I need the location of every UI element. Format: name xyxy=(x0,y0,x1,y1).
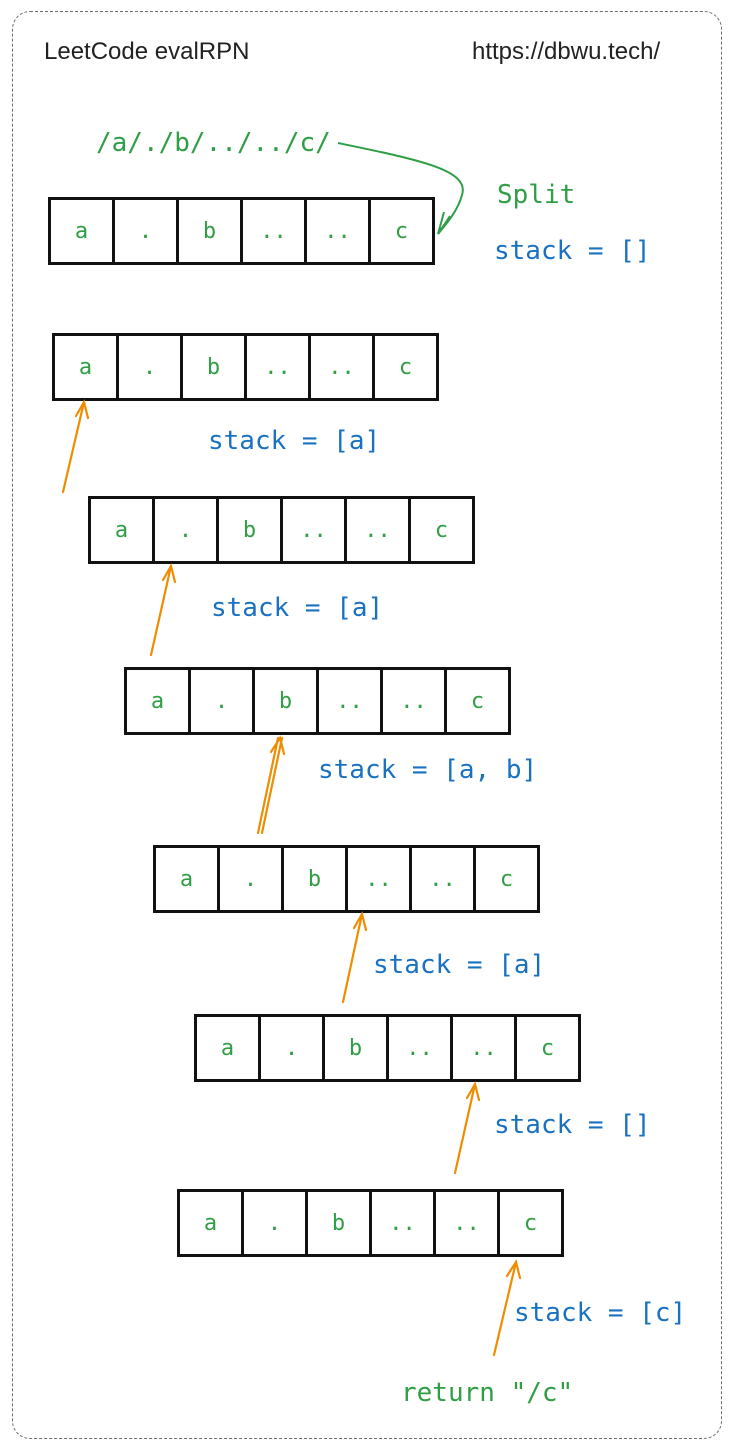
token-cell: .. xyxy=(348,848,412,910)
token-cell: .. xyxy=(412,848,476,910)
token-cell: c xyxy=(375,336,439,398)
token-row-step-3: a . b .. .. c xyxy=(124,667,511,735)
stack-state-2: stack = [a] xyxy=(211,593,384,623)
token-cell: b xyxy=(183,336,247,398)
token-cell: c xyxy=(411,499,475,561)
token-row-step-4: a . b .. .. c xyxy=(153,845,540,913)
token-cell: a xyxy=(91,499,155,561)
diagram-frame xyxy=(12,11,722,1439)
token-cell: a xyxy=(55,336,119,398)
return-result: return "/c" xyxy=(401,1378,574,1408)
token-cell: .. xyxy=(389,1017,453,1079)
token-cell: b xyxy=(284,848,348,910)
stack-state-0: stack = [] xyxy=(494,236,651,266)
token-cell: b xyxy=(308,1192,372,1254)
token-cell: .. xyxy=(283,499,347,561)
token-cell: a xyxy=(180,1192,244,1254)
token-row-step-6: a . b .. .. c xyxy=(177,1189,564,1257)
token-cell: .. xyxy=(383,670,447,732)
token-cell: .. xyxy=(347,499,411,561)
token-cell: . xyxy=(155,499,219,561)
token-cell: . xyxy=(115,200,179,262)
token-row-step-5: a . b .. .. c xyxy=(194,1014,581,1082)
stack-state-1: stack = [a] xyxy=(208,426,381,456)
token-cell: b xyxy=(219,499,283,561)
stack-state-6: stack = [c] xyxy=(514,1298,687,1328)
token-cell: c xyxy=(517,1017,581,1079)
token-cell: . xyxy=(191,670,255,732)
token-cell: .. xyxy=(311,336,375,398)
stack-state-5: stack = [] xyxy=(494,1110,651,1140)
token-row-step-2: a . b .. .. c xyxy=(88,496,475,564)
token-cell: .. xyxy=(372,1192,436,1254)
stack-state-4: stack = [a] xyxy=(373,950,546,980)
token-cell: b xyxy=(255,670,319,732)
token-cell: .. xyxy=(247,336,311,398)
token-cell: . xyxy=(220,848,284,910)
input-path: /a/./b/../../c/ xyxy=(96,128,331,158)
token-cell: c xyxy=(476,848,540,910)
token-cell: .. xyxy=(243,200,307,262)
token-row-split: a . b .. .. c xyxy=(48,197,435,265)
token-cell: c xyxy=(447,670,511,732)
token-cell: . xyxy=(119,336,183,398)
token-cell: .. xyxy=(307,200,371,262)
token-row-step-1: a . b .. .. c xyxy=(52,333,439,401)
diagram-title: LeetCode evalRPN xyxy=(44,38,250,65)
token-cell: .. xyxy=(453,1017,517,1079)
token-cell: a xyxy=(127,670,191,732)
source-url: https://dbwu.tech/ xyxy=(472,38,661,65)
token-cell: a xyxy=(156,848,220,910)
token-cell: .. xyxy=(436,1192,500,1254)
token-cell: c xyxy=(371,200,435,262)
token-cell: . xyxy=(244,1192,308,1254)
token-cell: b xyxy=(325,1017,389,1079)
token-cell: . xyxy=(261,1017,325,1079)
token-cell: .. xyxy=(319,670,383,732)
token-cell: a xyxy=(51,200,115,262)
token-cell: c xyxy=(500,1192,564,1254)
split-label: Split xyxy=(497,180,576,210)
token-cell: b xyxy=(179,200,243,262)
stack-state-3: stack = [a, b] xyxy=(318,755,538,785)
token-cell: a xyxy=(197,1017,261,1079)
